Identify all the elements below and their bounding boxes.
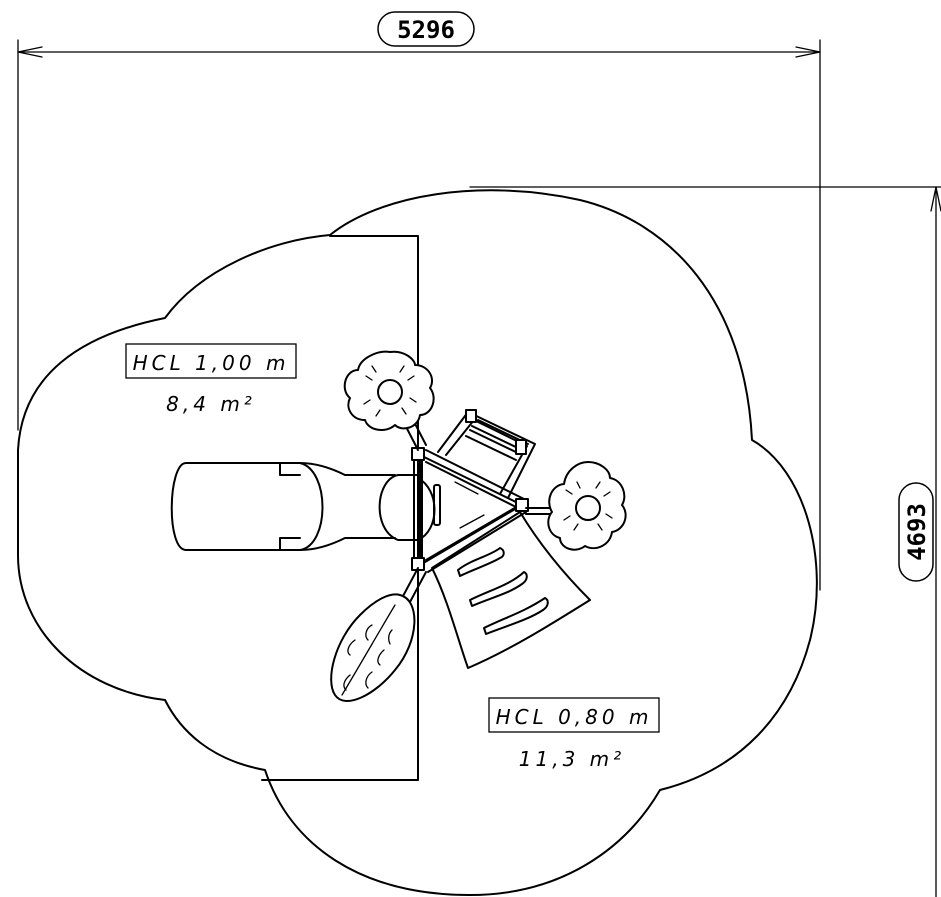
safety-zone-outline — [17, 189, 818, 896]
sun-panel-top-rays — [363, 365, 417, 417]
leaf-climber — [330, 567, 427, 702]
post-right — [515, 498, 529, 512]
zone-label-hcl-080-box — [488, 697, 660, 733]
height-dimension: 4693 — [469, 186, 941, 897]
slide-side-bottom — [299, 537, 396, 551]
slide-start — [378, 474, 419, 541]
zone-hcl-100-area: 8,4 m² — [166, 392, 256, 416]
zone-hcl-080-area: 11,3 m² — [519, 747, 625, 771]
step-ladder — [437, 409, 536, 499]
zone-label-hcl-100-box — [125, 343, 297, 379]
platform-markings — [454, 481, 485, 529]
height-arrow-top — [930, 186, 941, 212]
slide — [170, 462, 441, 551]
slide-curve — [299, 462, 324, 551]
leaf-climber-holds — [343, 624, 393, 691]
slide-chute-exit — [170, 462, 301, 551]
sun-panel-top-center — [377, 379, 403, 405]
platform-rail-top — [425, 449, 527, 509]
zone-label-hcl-080: HCL 0,80 m 11,3 m² — [488, 697, 660, 771]
zone-hcl-100-height: HCL 1,00 m — [133, 351, 290, 375]
platform-rail-left — [413, 454, 423, 566]
leaf-climber-shape — [330, 593, 416, 702]
climbing-hold-2 — [469, 571, 528, 607]
ladder-frame — [437, 411, 536, 499]
ladder-foot-right — [515, 439, 527, 455]
ladder-foot-top — [465, 409, 477, 423]
sun-panel-right-flower — [547, 461, 627, 551]
sun-panel-right-center — [575, 495, 601, 521]
width-arrow-right — [795, 46, 821, 58]
platform-rail-bottom — [425, 505, 527, 573]
width-label: 5296 — [397, 16, 455, 44]
sun-panel-top-flower — [343, 350, 435, 432]
platform-deck — [419, 454, 523, 566]
climbing-hold-3 — [483, 597, 549, 635]
slide-rails — [279, 462, 301, 551]
zone-hcl-080-height: HCL 0,80 m — [496, 705, 653, 729]
central-platform — [411, 447, 529, 573]
sun-panel-top — [343, 350, 435, 451]
sun-panel-right — [525, 461, 627, 551]
ladder-step-2 — [465, 429, 521, 461]
height-label-box — [898, 482, 934, 582]
climbing-hold-1 — [457, 547, 505, 577]
zone-label-hcl-100: HCL 1,00 m 8,4 m² — [125, 343, 297, 416]
width-dimension: 5296 — [17, 11, 821, 591]
width-label-box — [377, 11, 475, 47]
height-label: 4693 — [903, 503, 931, 561]
climbing-wall-panel — [431, 511, 591, 669]
ladder-frame-inner — [445, 419, 528, 495]
sun-panel-right-rays — [563, 481, 613, 531]
leaf-climber-vein — [341, 604, 396, 696]
slide-handle — [433, 484, 441, 526]
slide-side-top — [299, 462, 396, 476]
width-arrow-left — [17, 46, 43, 58]
leaf-climber-post — [401, 567, 427, 603]
climbing-wall — [431, 511, 591, 669]
